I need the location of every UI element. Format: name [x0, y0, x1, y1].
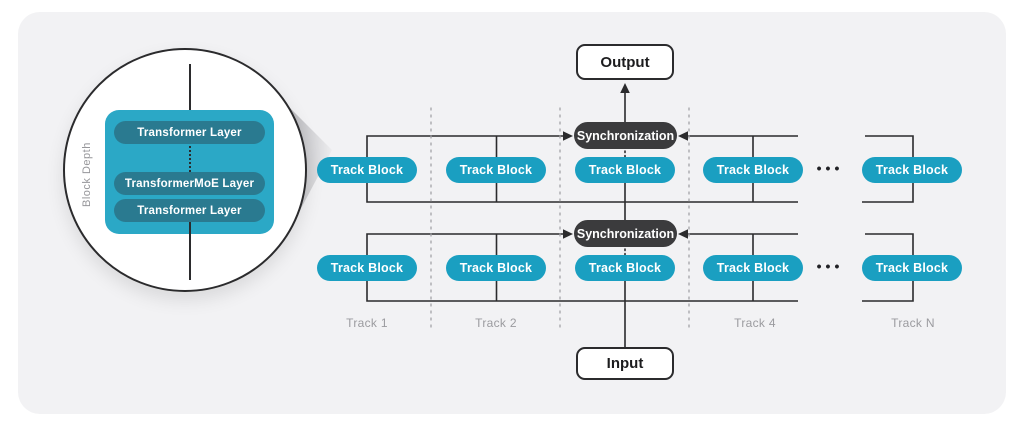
block-depth-label: Block Depth — [81, 142, 93, 208]
track-block: Track Block — [703, 157, 803, 183]
track-2-label: Track 2 — [475, 316, 517, 330]
arrowhead-output — [620, 83, 630, 93]
arrowhead-sync2-left — [563, 229, 573, 239]
arrowhead-sync1-left — [563, 131, 573, 141]
transformer-moe-layer-pill: TransformerMoE Layer — [114, 172, 265, 195]
solid-connectors — [366, 91, 914, 347]
synchronization-node: Synchronization — [574, 122, 677, 149]
ellipsis-row1: ••• — [816, 160, 844, 176]
ellipsis-row2: ••• — [816, 258, 844, 274]
transformer-layer-pill: Transformer Layer — [114, 121, 265, 144]
track-block: Track Block — [575, 157, 675, 183]
track-1-label: Track 1 — [346, 316, 388, 330]
arrowhead-sync2-right — [678, 229, 688, 239]
output-node: Output — [576, 44, 674, 80]
track-separators — [430, 107, 690, 332]
track-4-label: Track 4 — [734, 316, 776, 330]
track-n-label: Track N — [891, 316, 935, 330]
input-node: Input — [576, 347, 674, 380]
track-block: Track Block — [446, 157, 546, 183]
track-block: Track Block — [317, 157, 417, 183]
track-block: Track Block — [317, 255, 417, 281]
track-block: Track Block — [862, 255, 962, 281]
depth-axis-line-bottom — [189, 222, 191, 280]
synchronization-node: Synchronization — [574, 220, 677, 247]
track-block: Track Block — [446, 255, 546, 281]
track-block: Track Block — [862, 157, 962, 183]
magnifier-circle: Block Depth Transformer Layer Transforme… — [63, 48, 307, 292]
track-block: Track Block — [703, 255, 803, 281]
arrowhead-sync1-right — [678, 131, 688, 141]
track-block: Track Block — [575, 255, 675, 281]
depth-axis-line-top — [189, 64, 191, 121]
depth-axis-dotted — [189, 146, 191, 172]
transformer-layer-pill: Transformer Layer — [114, 199, 265, 222]
